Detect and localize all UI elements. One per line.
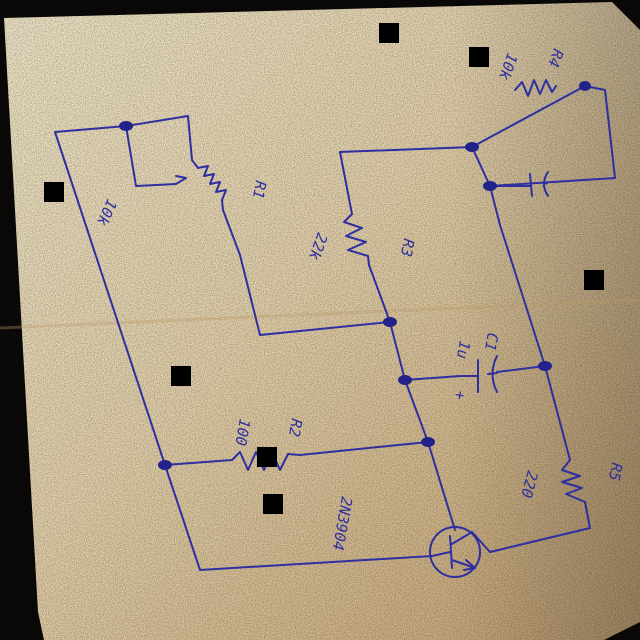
label-c1-polarity: +	[450, 389, 469, 401]
label-r5-id: R5	[605, 461, 626, 482]
capacitor-c1	[459, 355, 498, 393]
resistor-r5	[561, 459, 586, 503]
resistor-r2	[231, 451, 301, 471]
junction-dots	[119, 81, 591, 470]
capacitor-c2	[529, 171, 549, 197]
label-c2-polarity: +	[534, 177, 553, 189]
resistor-r1	[175, 159, 227, 211]
label-r4-id: R4	[544, 47, 567, 70]
transistor-q1	[429, 526, 491, 578]
label-r2-value: 100	[231, 417, 253, 447]
redaction-squares	[44, 23, 604, 514]
label-c1-value: 1u	[453, 339, 474, 360]
resistor-r3	[343, 213, 370, 266]
label-r1-id: R1	[249, 179, 270, 200]
label-r3-id: R3	[397, 237, 418, 258]
label-r2-id: R2	[285, 417, 306, 438]
label-c1-id: C1	[481, 331, 502, 352]
resistor-r4	[514, 79, 557, 97]
